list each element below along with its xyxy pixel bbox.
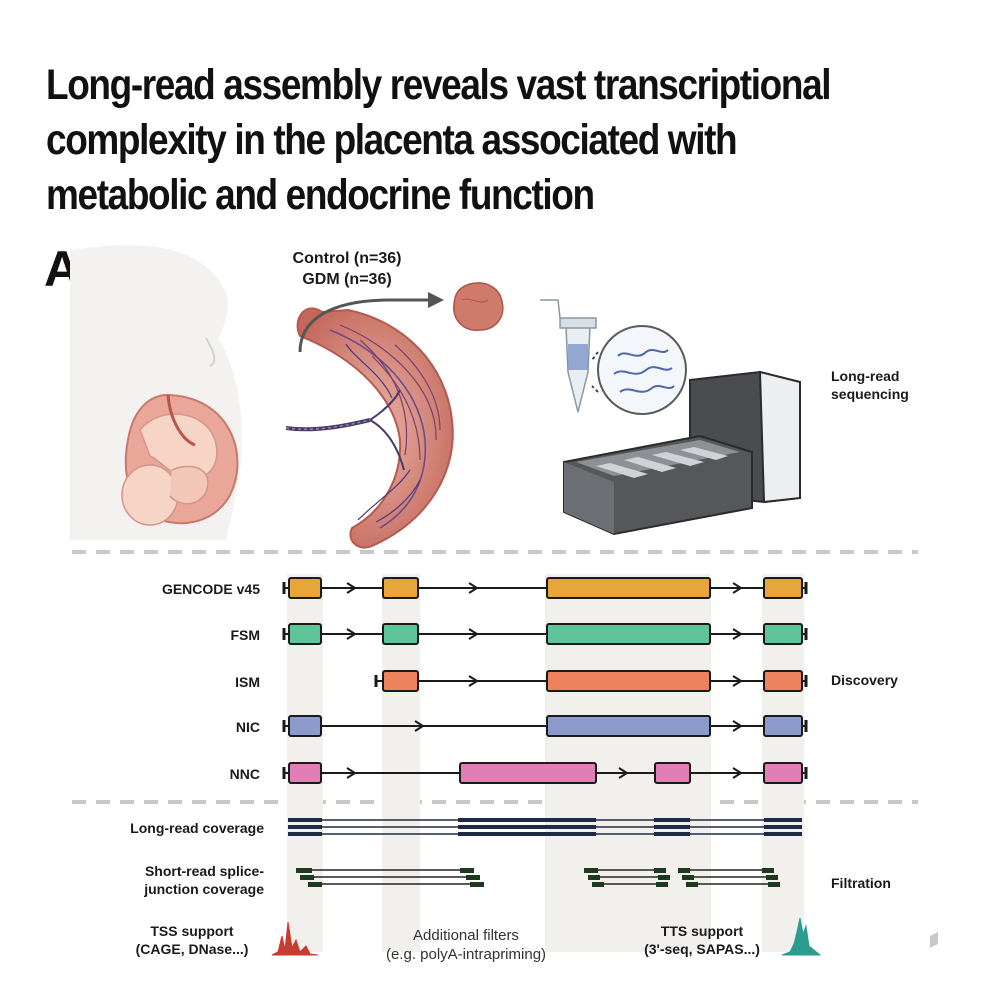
tts-peak-icon — [781, 917, 822, 956]
tts-support-label: TTS support (3'-seq, SAPAS...) — [644, 923, 760, 957]
control-label: Control (n=36) — [292, 250, 402, 267]
placenta-illustration — [285, 282, 504, 549]
title-line-2: complexity in the placenta associated wi… — [46, 116, 738, 164]
filtration-label: Filtration — [831, 875, 891, 891]
direction-chevron-icon — [468, 582, 479, 594]
row-label-nic: NIC — [235, 719, 260, 735]
isoform-row — [282, 715, 808, 737]
exon-block — [288, 715, 322, 737]
exon-block — [763, 670, 803, 692]
discovery-label: Discovery — [831, 672, 898, 688]
sample-labels: Control (n=36) GDM (n=36) — [262, 248, 432, 290]
direction-chevron-icon — [732, 675, 743, 687]
additional-filters-label: Additional filters (e.g. polyA-intraprim… — [385, 927, 547, 963]
exon-block — [546, 670, 711, 692]
title-line-1: Long-read assembly reveals vast transcri… — [46, 61, 832, 109]
exon-block — [546, 623, 711, 645]
direction-chevron-icon — [346, 767, 357, 779]
dna-magnifier-icon — [591, 325, 687, 415]
exon-block — [288, 577, 322, 599]
exon-block — [763, 623, 803, 645]
exon-block — [763, 762, 803, 784]
figure-title: Long-read assembly reveals vast transcri… — [46, 58, 837, 223]
row-label-gencode: GENCODE v45 — [161, 581, 260, 597]
direction-chevron-icon — [346, 628, 357, 640]
direction-chevron-icon — [732, 582, 743, 594]
direction-chevron-icon — [732, 767, 743, 779]
row-label-fsm: FSM — [230, 627, 260, 643]
short-read-junction-track — [296, 868, 780, 887]
sequencing-label: Long-read sequencing — [831, 368, 909, 402]
row-label-ism: ISM — [235, 674, 260, 690]
exon-block — [382, 577, 419, 599]
exon-block — [382, 623, 419, 645]
exon-block — [382, 670, 419, 692]
tss-support-label: TSS support (CAGE, DNase...) — [135, 923, 249, 957]
corner-mark — [930, 932, 938, 948]
long-read-coverage-track — [288, 818, 802, 836]
exon-block — [546, 715, 711, 737]
sequencer-icon — [563, 370, 801, 536]
exon-block — [459, 762, 597, 784]
direction-chevron-icon — [468, 628, 479, 640]
exon-block — [763, 577, 803, 599]
direction-chevron-icon — [346, 582, 357, 594]
exon-block — [288, 762, 322, 784]
isoform-row — [374, 670, 808, 692]
exon-block — [288, 623, 322, 645]
direction-chevron-icon — [732, 720, 743, 732]
title-line-3: metabolic and endocrine function — [46, 171, 595, 219]
long-read-coverage-label: Long-read coverage — [130, 820, 264, 836]
direction-chevron-icon — [468, 675, 479, 687]
direction-chevron-icon — [618, 767, 629, 779]
gdm-label: GDM (n=36) — [302, 271, 392, 288]
isoform-row — [282, 577, 808, 599]
exon-block — [546, 577, 711, 599]
sample-tube-icon — [540, 299, 597, 413]
exon-block — [654, 762, 691, 784]
isoform-row — [282, 762, 808, 784]
pregnant-body-illustration — [70, 245, 242, 540]
direction-chevron-icon — [414, 720, 425, 732]
isoform-row — [282, 623, 808, 645]
direction-chevron-icon — [732, 628, 743, 640]
short-read-coverage-label: Short-read splice- junction coverage — [144, 863, 264, 897]
exon-block — [763, 715, 803, 737]
row-label-nnc: NNC — [229, 766, 260, 782]
isoform-tracks — [282, 577, 808, 784]
tss-peak-icon — [271, 921, 319, 956]
